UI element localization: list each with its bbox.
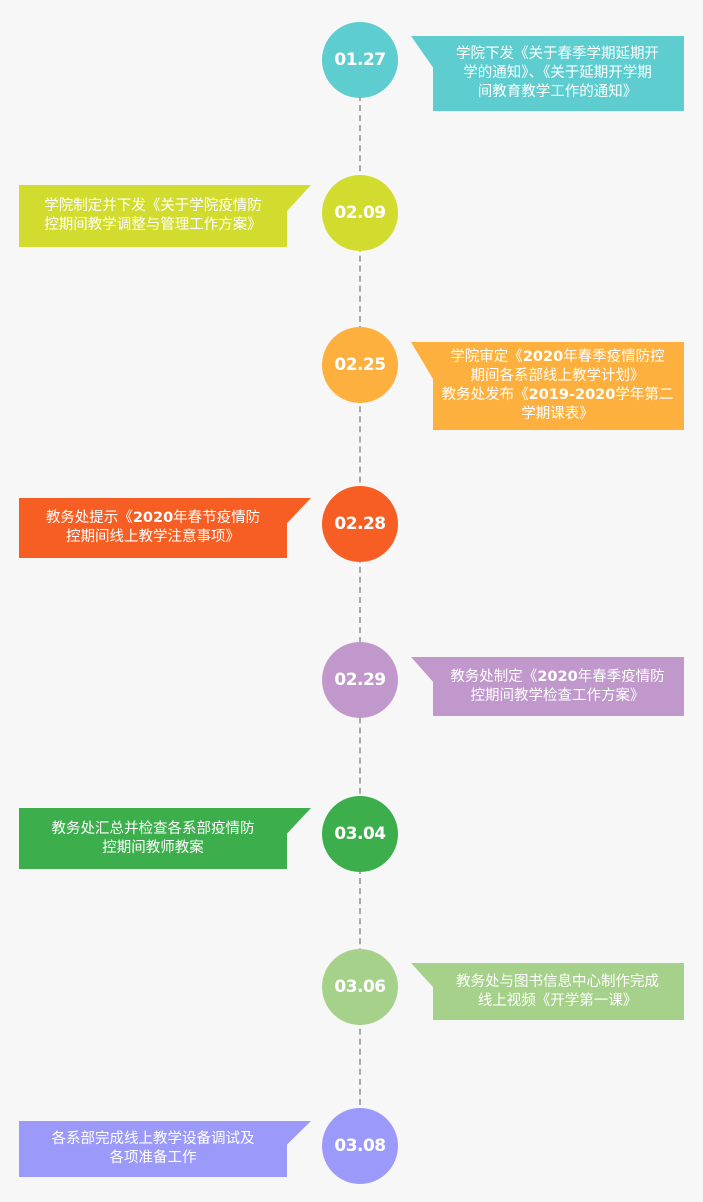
date-circle: 02.25 — [322, 327, 398, 403]
event-card: 教务处提示《2020年春节疫情防 控期间线上教学注意事项》 — [19, 498, 311, 558]
event-text-line: 间教育教学工作的通知》 — [477, 84, 638, 100]
date-circle: 03.04 — [322, 796, 398, 872]
timeline-event: 03.06 教务处与图书信息中心制作完成 线上视频《开学第一课》 — [0, 947, 703, 1027]
event-card: 学院下发《关于春季学期延期开 学的通知》、《关于延期开学期 间教育教学工作的通知… — [411, 36, 684, 111]
timeline-axis — [359, 95, 361, 1125]
event-text-line: 教务处汇总并检查各系部疫情防 — [51, 820, 255, 837]
timeline-event: 03.08 各系部完成线上教学设备调试及 各项准备工作 — [0, 1106, 703, 1186]
event-card: 教务处汇总并检查各系部疫情防 控期间教师教案 — [19, 808, 311, 869]
event-text-line: 控期间教师教案 — [102, 839, 204, 856]
date-circle: 03.06 — [322, 949, 398, 1025]
date-circle: 01.27 — [322, 22, 398, 98]
event-text-line: 学院下发《关于春季学期延期开 — [456, 46, 659, 62]
timeline-event: 02.25 学院审定《2020年春季疫情防控 期间各系部线上教学计划》 教务处发… — [0, 325, 703, 430]
event-text-line: 学的通知》、《关于延期开学期 — [463, 65, 652, 81]
event-text-line: 各项准备工作 — [109, 1150, 197, 1166]
timeline-event: 02.29 教务处制定《2020年春季疫情防 控期间教学检查工作方案》 — [0, 640, 703, 720]
date-circle: 02.28 — [322, 486, 398, 562]
event-card: 学院审定《2020年春季疫情防控 期间各系部线上教学计划》 教务处发布《2019… — [411, 342, 684, 430]
event-card: 教务处与图书信息中心制作完成 线上视频《开学第一课》 — [411, 963, 684, 1020]
timeline-event: 02.09 学院制定并下发《关于学院疫情防 控期间教学调整与管理工作方案》 — [0, 173, 703, 253]
timeline-event: 03.04 教务处汇总并检查各系部疫情防 控期间教师教案 — [0, 794, 703, 874]
event-text-line: 学院制定并下发《关于学院疫情防 — [44, 198, 262, 214]
event-text-line: 学院审定《2020年春季疫情防控 — [450, 349, 665, 365]
event-text-line: 教务处提示《2020年春节疫情防 — [45, 510, 261, 526]
event-text-line: 期间各系部线上教学计划》 — [470, 368, 645, 384]
event-text-line: 学期课表》 — [521, 406, 594, 422]
event-text-line: 教务处发布《2019-2020学年第二 — [441, 387, 674, 403]
timeline-event: 02.28 教务处提示《2020年春节疫情防 控期间线上教学注意事项》 — [0, 484, 703, 564]
date-circle: 03.08 — [322, 1108, 398, 1184]
event-text-line: 控期间教学检查工作方案》 — [470, 687, 645, 704]
event-card: 各系部完成线上教学设备调试及 各项准备工作 — [19, 1121, 311, 1177]
event-text-line: 线上视频《开学第一课》 — [477, 992, 638, 1009]
date-circle: 02.29 — [322, 642, 398, 718]
event-card: 教务处制定《2020年春季疫情防 控期间教学检查工作方案》 — [411, 657, 684, 716]
event-text-line: 教务处制定《2020年春季疫情防 — [450, 668, 665, 685]
date-circle: 02.09 — [322, 175, 398, 251]
event-text-line: 控期间线上教学注意事项》 — [66, 529, 240, 545]
event-text-line: 教务处与图书信息中心制作完成 — [456, 973, 659, 990]
event-text-line: 控期间教学调整与管理工作方案》 — [44, 217, 262, 233]
event-card: 学院制定并下发《关于学院疫情防 控期间教学调整与管理工作方案》 — [19, 185, 311, 247]
timeline-event: 01.27 学院下发《关于春季学期延期开 学的通知》、《关于延期开学期 间教育教… — [0, 20, 703, 111]
event-text-line: 各系部完成线上教学设备调试及 — [51, 1131, 255, 1147]
